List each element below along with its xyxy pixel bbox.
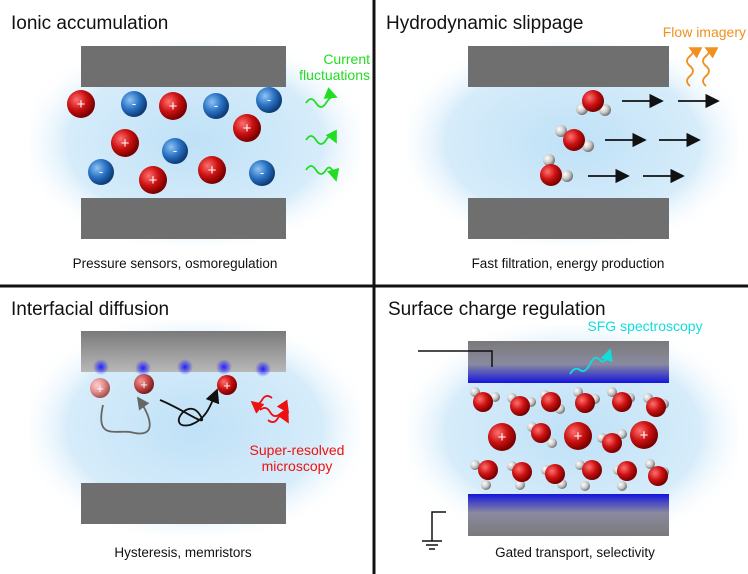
svg-text:-: -	[260, 165, 264, 180]
ion-trajectory	[100, 388, 220, 435]
anion: -	[249, 160, 275, 186]
water-molecule	[470, 387, 500, 412]
svg-text:+: +	[77, 96, 86, 113]
panel-title-ionic: Ionic accumulation	[11, 13, 168, 34]
water-molecule	[575, 460, 602, 491]
panel-interfacial-diffusion: + + +	[30, 320, 360, 535]
svg-text:+: +	[121, 135, 130, 152]
svg-text:-: -	[132, 96, 136, 111]
water-molecule	[573, 387, 600, 413]
svg-text:+: +	[498, 429, 507, 446]
cation: +	[67, 90, 95, 118]
water-molecule	[613, 461, 637, 491]
annotation-flow-imagery: Flow imagery	[663, 24, 746, 40]
water-molecule	[527, 422, 557, 448]
flow-imagery-waves	[686, 47, 719, 87]
bottom-wall	[81, 483, 286, 524]
bottom-charged-wall	[468, 494, 669, 536]
panel-caption-interfacial: Hysteresis, memristors	[114, 545, 252, 560]
anion: -	[162, 138, 188, 164]
svg-text:+: +	[243, 120, 252, 137]
ground-icon	[422, 511, 446, 550]
cation: +	[233, 114, 261, 142]
cation: +	[111, 129, 139, 157]
water-molecule	[540, 154, 573, 186]
microscopy-waves	[250, 395, 290, 424]
panel-caption-surface: Gated transport, selectivity	[495, 545, 655, 560]
annotation-current-line2: fluctuations	[299, 67, 370, 83]
water-molecule	[607, 387, 635, 412]
panel-caption-ionic: Pressure sensors, osmoregulation	[73, 256, 278, 271]
faded-cation: +	[90, 378, 110, 398]
water-molecule	[576, 90, 611, 116]
panel-title-surface: Surface charge regulation	[388, 299, 606, 320]
cation: +	[198, 156, 226, 184]
svg-text:-: -	[99, 164, 103, 179]
cation: +	[217, 375, 237, 395]
panel-ionic-accumulation: + - + - - + + - - + + -	[30, 40, 360, 245]
cation: +	[630, 421, 658, 449]
svg-text:+: +	[96, 381, 104, 396]
adsorption-sites	[93, 359, 271, 377]
svg-text:+: +	[149, 172, 158, 189]
top-charged-wall	[468, 341, 669, 383]
svg-text:+: +	[574, 428, 583, 445]
svg-text:-: -	[214, 98, 218, 113]
water-molecule	[555, 125, 594, 152]
svg-text:+: +	[640, 427, 649, 444]
gate-electrode-wire	[418, 350, 493, 367]
panel-title-interfacial: Interfacial diffusion	[11, 299, 169, 320]
water-molecule	[643, 393, 669, 417]
bottom-wall	[468, 198, 669, 239]
annotation-microscopy-line1: Super-resolved	[250, 442, 345, 458]
svg-text:+: +	[140, 377, 148, 392]
panel-caption-hydro: Fast filtration, energy production	[472, 256, 665, 271]
sfg-waves	[569, 348, 613, 375]
top-wall	[468, 46, 669, 87]
water-molecule	[470, 460, 498, 490]
cation: +	[488, 423, 516, 451]
svg-text:+: +	[208, 162, 217, 179]
current-fluctuation-waves	[305, 87, 340, 182]
top-wall	[81, 46, 286, 87]
water-molecule	[507, 461, 532, 490]
svg-text:-: -	[267, 92, 271, 107]
flow-arrows	[588, 93, 720, 184]
cation: +	[139, 166, 167, 194]
annotation-current-line1: Current	[323, 51, 370, 67]
anion: -	[256, 87, 282, 113]
water-molecule	[541, 464, 567, 489]
anion: -	[121, 91, 147, 117]
bottom-wall	[81, 198, 286, 239]
annotation-microscopy-line2: microscopy	[262, 458, 333, 474]
panel-hydrodynamic-slippage	[408, 40, 738, 245]
water-molecule	[597, 429, 627, 453]
cation: +	[564, 422, 592, 450]
water-molecule	[540, 390, 565, 414]
water-molecule	[645, 459, 669, 486]
svg-text:+: +	[169, 98, 178, 115]
panel-title-hydro: Hydrodynamic slippage	[386, 13, 584, 34]
svg-text:+: +	[223, 378, 231, 393]
anion: -	[203, 93, 229, 119]
svg-text:-: -	[173, 143, 177, 158]
cation: +	[159, 92, 187, 120]
panel-surface-charge-regulation: + + +	[408, 325, 738, 550]
anion: -	[88, 159, 114, 185]
water-molecule	[507, 393, 536, 416]
faded-cation: +	[134, 374, 154, 394]
annotation-sfg: SFG spectroscopy	[587, 318, 702, 334]
